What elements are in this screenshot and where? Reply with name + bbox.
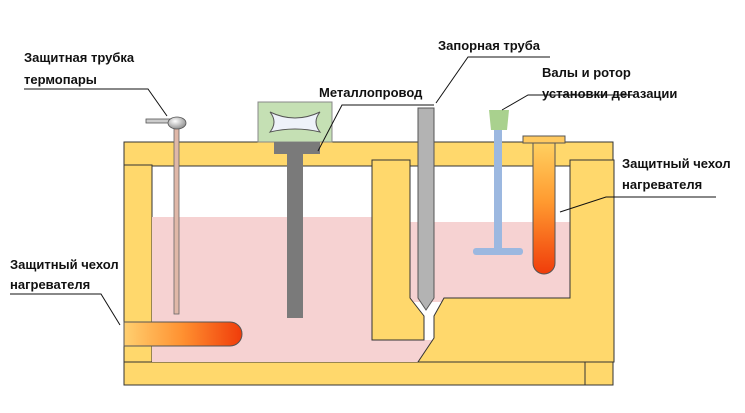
heater-sheath-right-body	[532, 142, 556, 275]
shutoff-pipe-assembly	[417, 107, 435, 311]
label-shafts-rotor-line1: Валы и ротор	[542, 65, 631, 80]
leader-degasser	[501, 94, 633, 111]
partition-right	[417, 159, 615, 363]
thermocouple-assembly	[145, 116, 187, 315]
leader-heater-right	[559, 196, 716, 213]
thermocouple-head	[167, 116, 187, 130]
furnace-floor	[123, 361, 614, 386]
heater-sheath-left-body	[123, 321, 243, 347]
leader-thermocouple	[24, 88, 168, 117]
conduit-flange	[274, 142, 320, 154]
label-shafts-rotor-line2: установки дегазации	[542, 86, 677, 101]
leader-heater-left	[10, 293, 121, 326]
leader-lines	[10, 56, 716, 326]
leader-shutoff-pipe	[435, 56, 550, 104]
degasser-assembly	[473, 110, 523, 255]
leader-metal-conduit	[317, 104, 434, 152]
partition	[371, 159, 615, 363]
conduit-pipe	[287, 154, 303, 318]
conduit-fitting-symbol	[268, 111, 322, 133]
metal-conduit-assembly	[257, 101, 333, 318]
degasser-shaft	[494, 130, 502, 248]
shutoff-pipe	[417, 107, 435, 311]
degasser-rotor	[473, 248, 523, 255]
thermocouple-handle	[145, 118, 172, 124]
furnace-lid	[123, 141, 614, 167]
labels: Защитная трубка термопары Металлопровод …	[10, 38, 731, 292]
label-heater-right-line1: Защитный чехол	[622, 156, 731, 171]
heater-sheath-right-collar	[522, 135, 566, 144]
heater-sheath-right	[522, 135, 566, 275]
degasser-motor-head	[489, 110, 509, 130]
label-shutoff-pipe: Запорная труба	[438, 38, 541, 53]
furnace-left-wall	[123, 164, 153, 386]
label-heater-left-line1: Защитный чехол	[10, 257, 119, 272]
heater-sheath-left	[123, 321, 243, 347]
label-heater-left-line2: нагревателя	[10, 277, 90, 292]
label-thermocouple-tube-line1: Защитная трубка	[24, 50, 135, 65]
thermocouple-tube	[173, 127, 180, 315]
label-heater-right-line2: нагревателя	[622, 177, 702, 192]
label-metal-conduit: Металлопровод	[319, 85, 423, 100]
label-thermocouple-tube-line2: термопары	[24, 72, 97, 87]
